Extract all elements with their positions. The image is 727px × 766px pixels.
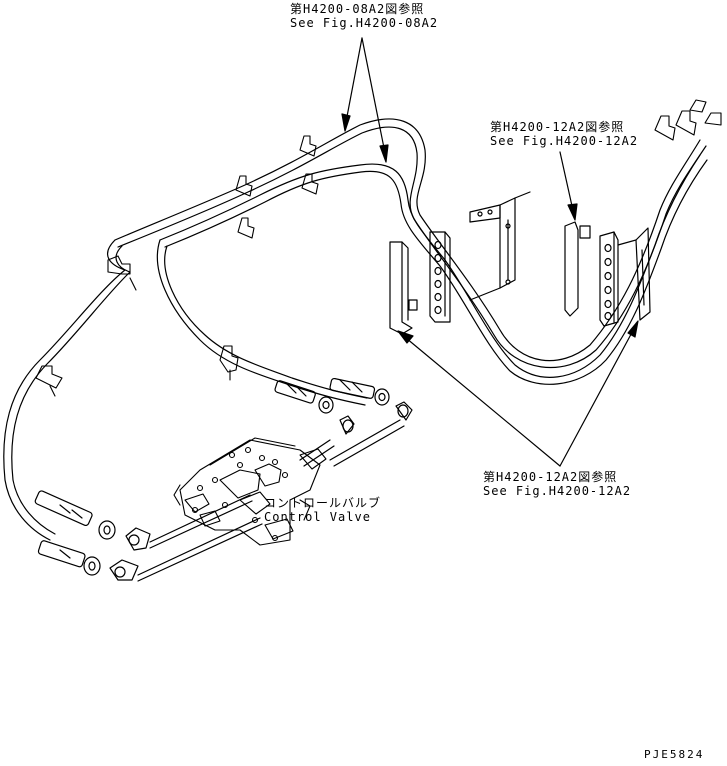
hose-fittings xyxy=(34,377,413,581)
reference-label-right: 第H4200-12A2図参照 See Fig.H4200-12A2 xyxy=(490,120,638,148)
control-valve xyxy=(173,437,327,546)
left-bracket xyxy=(389,231,451,335)
middle-bracket xyxy=(469,191,531,301)
leader-top xyxy=(341,37,389,163)
reference-right-en: See Fig.H4200-12A2 xyxy=(490,134,639,148)
control-valve-en: Control Valve xyxy=(264,510,371,524)
reference-right-jp: 第H4200-12A2図参照 xyxy=(490,120,625,134)
reference-bottom-jp: 第H4200-12A2図参照 xyxy=(483,470,618,484)
hose-clamps xyxy=(35,99,722,397)
leader-bottom xyxy=(397,320,639,467)
leader-right xyxy=(559,151,578,221)
reference-label-bottom: 第H4200-12A2図参照 See Fig.H4200-12A2 xyxy=(483,470,631,498)
control-valve-jp: コントロールバルブ xyxy=(264,496,382,510)
hose-left-run xyxy=(3,239,368,541)
reference-top-en: See Fig.H4200-08A2 xyxy=(290,16,439,30)
right-bracket xyxy=(564,221,651,327)
reference-bottom-en: See Fig.H4200-12A2 xyxy=(483,484,632,498)
control-valve-label: コントロールバルブ Control Valve xyxy=(264,496,381,524)
valve-tubes xyxy=(137,419,405,582)
reference-label-top: 第H4200-08A2図参照 See Fig.H4200-08A2 xyxy=(290,2,438,30)
reference-top-jp: 第H4200-08A2図参照 xyxy=(290,2,425,16)
drawing-code: PJE5824 xyxy=(644,748,705,761)
